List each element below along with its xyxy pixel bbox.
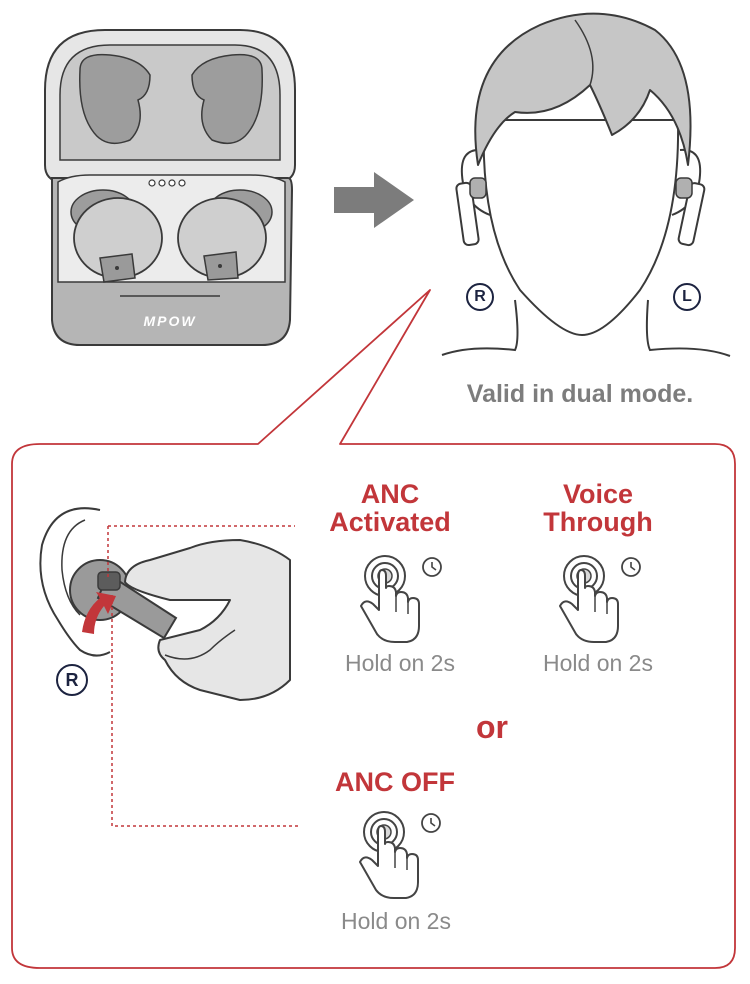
head-with-earbuds-icon <box>441 12 731 357</box>
dual-mode-caption: Valid in dual mode. <box>466 380 694 408</box>
mode-title-line: ANC <box>360 479 420 509</box>
left-ear-label: L <box>673 283 701 311</box>
clock-icon <box>421 813 441 833</box>
inset-right-ear-label: R <box>56 664 88 696</box>
ear-touch-icon <box>39 507 300 827</box>
or-separator: or <box>476 709 508 745</box>
mode-voice-through-instruction: Hold on 2s <box>543 650 653 676</box>
mode-title-line: Activated <box>329 507 451 537</box>
brand-logo: MPOW <box>143 313 197 329</box>
mode-voice-through-title: Voice Through <box>508 480 688 536</box>
mode-anc-off-title: ANC OFF <box>335 767 455 797</box>
clock-icon <box>422 557 442 577</box>
touch-hand-icon <box>360 555 420 643</box>
clock-icon <box>621 557 641 577</box>
arrow-right-icon <box>334 172 414 228</box>
mode-anc-activated-title: ANC Activated <box>300 480 480 536</box>
touch-hand-icon <box>359 811 419 899</box>
touch-hand-icon <box>559 555 619 643</box>
mode-title-line: Voice <box>562 479 634 509</box>
callout-box <box>11 289 736 969</box>
mode-title-line: Through <box>543 507 653 537</box>
right-ear-label: R <box>466 283 494 311</box>
mode-anc-off-instruction: Hold on 2s <box>341 908 451 934</box>
mode-anc-activated-instruction: Hold on 2s <box>345 650 455 676</box>
charging-case-icon <box>44 29 296 346</box>
